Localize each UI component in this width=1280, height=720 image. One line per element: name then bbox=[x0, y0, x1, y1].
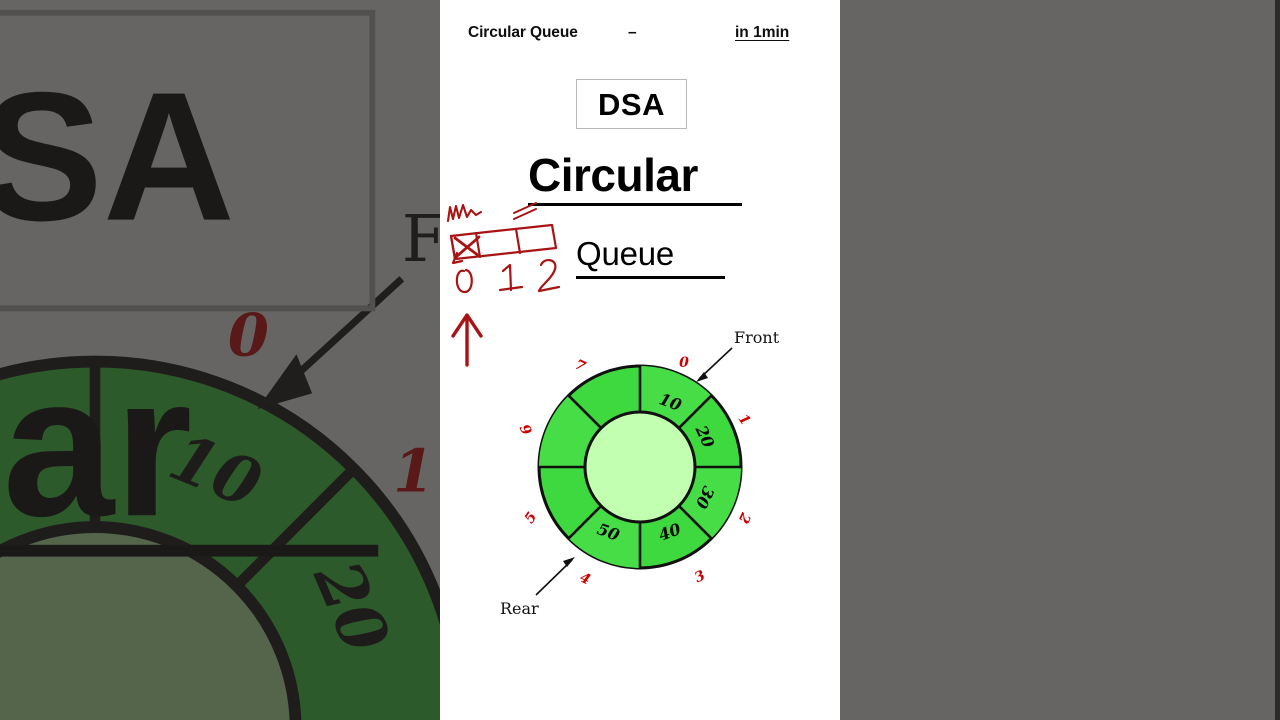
handdrawn-slash-2 bbox=[513, 208, 537, 220]
front-pointer: Front bbox=[696, 328, 780, 382]
ring-index-5: 5 bbox=[522, 509, 541, 526]
page-title-line1: Circular bbox=[528, 149, 698, 201]
page-title-line1-underline bbox=[528, 203, 742, 206]
svg-text:1: 1 bbox=[393, 437, 434, 506]
handdrawn-array-divider-0 bbox=[449, 234, 457, 261]
ring-index-4: 4 bbox=[577, 570, 593, 589]
dsa-badge-label: DSA bbox=[598, 86, 665, 122]
header-title: Circular Queue bbox=[468, 24, 578, 41]
ring-dividers bbox=[539, 366, 741, 568]
ring-divider-5 bbox=[567, 504, 603, 540]
handdrawn-cross-stroke-2 bbox=[454, 235, 481, 259]
handdrawn-array-divider-2 bbox=[514, 227, 522, 255]
ring-divider-1 bbox=[677, 394, 713, 430]
front-pointer-label: Front bbox=[734, 328, 780, 347]
header-dash: – bbox=[628, 24, 637, 41]
handdrawn-cross-stroke-1 bbox=[453, 236, 481, 258]
svg-text:Circular: Circular bbox=[0, 333, 192, 558]
handdrawn-cross-tick bbox=[451, 251, 464, 265]
rear-pointer-label: Rear bbox=[500, 599, 539, 618]
page-title-line2-underline bbox=[576, 276, 725, 279]
handdrawn-digit-1-stem bbox=[501, 263, 513, 292]
handdrawn-array-divider-1 bbox=[474, 231, 482, 259]
ring-divider-3 bbox=[677, 504, 713, 540]
rear-pointer-line bbox=[535, 559, 573, 596]
handdrawn-array-box bbox=[449, 223, 558, 261]
ring-index-2: 2 bbox=[735, 509, 754, 526]
handdrawn-digit-0 bbox=[455, 268, 473, 294]
ring-index-1: 1 bbox=[735, 411, 754, 428]
circular-queue-diagram: 10 20 30 40 50 0 1 2 3 4 5 6 bbox=[470, 320, 810, 625]
ring-divider-7 bbox=[567, 394, 603, 430]
dsa-badge: DSA bbox=[576, 79, 687, 129]
video-content-panel: Circular Queue – in 1min DSA Circular Qu… bbox=[440, 0, 840, 720]
header-duration: in 1min bbox=[735, 24, 790, 41]
ring-index-3: 3 bbox=[692, 568, 708, 587]
header: Circular Queue – in 1min bbox=[440, 24, 840, 50]
page-title-line2: Queue bbox=[576, 235, 675, 272]
handdrawn-digit-1-base bbox=[498, 285, 524, 292]
ring-index-6: 6 bbox=[518, 421, 537, 437]
ring-index-0: 0 bbox=[679, 355, 689, 371]
svg-text:DSA: DSA bbox=[0, 54, 235, 259]
rear-pointer: Rear bbox=[500, 557, 575, 618]
ring-index-7: 7 bbox=[572, 357, 588, 376]
front-pointer-arrowhead bbox=[696, 372, 708, 382]
handdrawn-label-linear bbox=[446, 203, 483, 223]
rear-pointer-arrowhead bbox=[563, 557, 575, 567]
ring-hub bbox=[583, 410, 697, 524]
circular-queue-svg: 10 20 30 40 50 0 1 2 3 4 5 6 bbox=[500, 328, 780, 618]
handdrawn-digit-2 bbox=[537, 259, 561, 293]
